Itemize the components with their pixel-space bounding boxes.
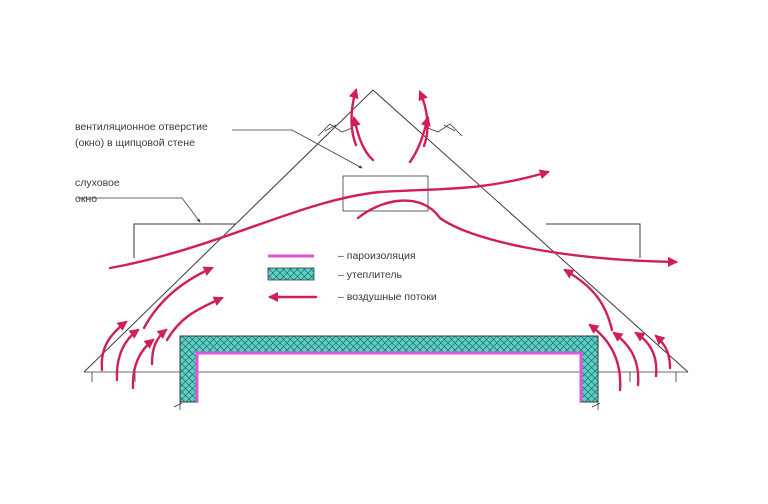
ceiling-insulation [179, 335, 599, 403]
callout-leaders [78, 129, 363, 223]
vapor-barrier-layer [195, 351, 583, 402]
dormer-window-label: слуховое окно [75, 177, 123, 205]
wall-ends [173, 402, 601, 410]
legend-insulation-swatch [267, 267, 315, 281]
air-flows [100, 88, 679, 392]
gable-vent-opening [342, 175, 429, 212]
legend: – пароизоляция – утеплитель – воздушные … [267, 250, 437, 303]
legend-air-flow-label: – воздушные потоки [338, 291, 437, 303]
ridge-vent [317, 123, 463, 137]
legend-vapor-barrier-label: – пароизоляция [338, 250, 416, 262]
vent-opening-label: вентиляционное отверстие (окно) в щипцов… [75, 121, 211, 149]
legend-insulation-label: – утеплитель [338, 269, 403, 281]
